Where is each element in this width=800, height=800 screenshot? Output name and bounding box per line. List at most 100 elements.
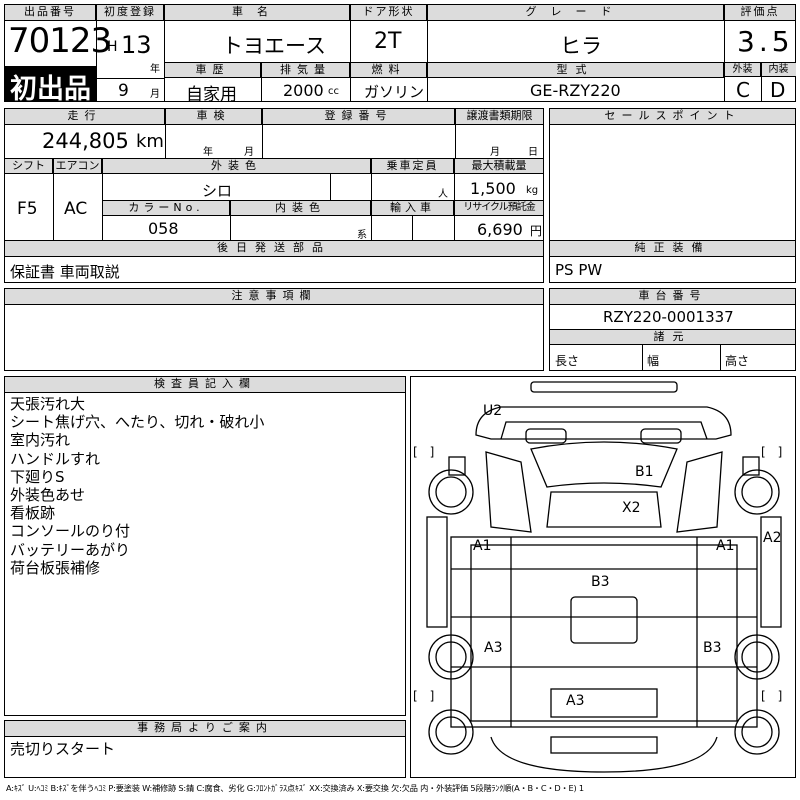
inspection-month-unit: 月 [244, 147, 254, 158]
divider [4, 240, 544, 241]
int-score: D [770, 78, 786, 102]
int-color-label: 内装色 [231, 201, 371, 216]
inspector-comments: 天張汚れ大 シート焦げ穴、へたり、切れ・破れ小 室内汚れ ハンドルすれ 下廻りS… [10, 395, 264, 577]
mileage-label: 走行 [5, 109, 165, 125]
divider [724, 4, 725, 102]
inspection-year-unit: 年 [203, 147, 213, 158]
divider [371, 158, 372, 240]
divider [427, 62, 428, 102]
transfer-day-unit: 日 [528, 147, 538, 158]
first-listing-badge [5, 66, 96, 102]
car-name-label: 車名 [165, 5, 350, 21]
color-no-label: カラーNo. [103, 201, 230, 216]
inspector-box [4, 376, 406, 716]
later-parts-label: 後日発送部品 [5, 241, 543, 257]
vehicle-diagram: [ ] [ ] [ ] [ ] U2 B1 X2 A1 A1 A2 B3 A3 … [410, 376, 796, 778]
score: 3.5 [737, 25, 794, 58]
divider [427, 4, 428, 62]
comment-line: 下廻りS [10, 467, 65, 486]
car-name: トヨエース [222, 34, 326, 58]
capacity-label: 乗車定員 [372, 159, 454, 174]
divider [454, 158, 455, 240]
history: 自家用 [186, 85, 237, 105]
inspector-label: 検査員記入欄 [5, 377, 405, 393]
bracket: [ ] [413, 689, 435, 703]
divider [165, 108, 166, 158]
sales-points-label: セールスポイント [550, 109, 795, 125]
damage-mark: U2 [483, 403, 503, 419]
divider [725, 62, 796, 63]
reg-number-label: 登録番号 [263, 109, 455, 125]
damage-mark: A3 [484, 640, 503, 656]
chassis-label: 車台番号 [550, 289, 795, 305]
door-label: ドア形状 [351, 5, 427, 21]
divider [96, 4, 97, 102]
divider [102, 158, 103, 240]
divider [720, 345, 721, 371]
recycle: 6,690 [477, 220, 523, 239]
genuine-equip-label: 純正装備 [550, 241, 795, 257]
max-load-unit: kg [526, 185, 539, 196]
chassis-number: RZY220-0001337 [603, 308, 734, 326]
comment-line: ハンドルすれ [10, 449, 101, 468]
comment-line: 荷台板張補修 [10, 558, 101, 577]
legend: A:ｷｽﾞ U:ﾍｺﾐ B:ｷｽﾞを伴うﾍｺﾐ P:要塗装 W:補修跡 S:錆 … [6, 783, 584, 793]
ext-score-label: 外装 [725, 63, 761, 77]
aircon: AC [64, 199, 88, 219]
divider [4, 158, 544, 159]
divider [455, 108, 456, 158]
transfer-month-unit: 月 [490, 147, 500, 158]
int-color-unit: 系 [357, 230, 367, 241]
first-reg-year: 13 [121, 31, 152, 59]
damage-mark: A1 [473, 538, 492, 554]
max-load-label: 最大積載量 [455, 159, 543, 174]
model-label: 型式 [428, 63, 724, 78]
fuel: ガソリン [364, 83, 425, 101]
divider [761, 63, 762, 102]
damage-mark: A1 [716, 538, 735, 554]
comment-line: シート焦げ穴、へたり、切れ・破れ小 [10, 413, 265, 432]
max-load: 1,500 [470, 179, 516, 198]
office-label: 事務局よりご案内 [5, 721, 405, 737]
history-label: 車歴 [165, 63, 261, 78]
damage-mark: A2 [763, 530, 782, 546]
ext-color-label: 外装色 [103, 159, 371, 174]
comment-line: コンソールのり付 [10, 522, 131, 541]
genuine-equip: PS PW [555, 261, 603, 279]
displacement: 2000 [283, 81, 324, 100]
divider [164, 4, 165, 102]
divider [102, 200, 544, 201]
divider [350, 62, 351, 102]
damage-mark: B1 [635, 464, 654, 480]
door-shape: 2T [374, 29, 402, 54]
later-parts: 保証書 車両取説 [10, 263, 120, 281]
int-score-label: 内装 [761, 63, 796, 77]
office-notice: 売切りスタート [10, 740, 116, 758]
divider [549, 329, 796, 330]
mileage: 244,805 [42, 129, 129, 153]
first-reg-era: H [107, 39, 118, 55]
import-label: 輸入車 [372, 201, 454, 216]
score-label: 評価点 [725, 5, 796, 21]
first-listing-label: 初出品 [10, 74, 91, 105]
divider [261, 62, 262, 102]
comment-line: バッテリーあがり [10, 540, 131, 559]
aircon-label: エアコン [54, 159, 102, 174]
damage-mark: A3 [566, 693, 585, 709]
comment-line: 天張汚れ大 [10, 395, 86, 413]
lot-number: 70123 [8, 21, 112, 61]
ext-color: シロ [202, 182, 233, 200]
mileage-unit: km [136, 131, 164, 152]
recycle-label: リサイクル預託金 [455, 201, 543, 216]
first-reg-label: 初度登録 [97, 5, 164, 21]
bracket: [ ] [761, 689, 783, 703]
bracket: [ ] [761, 445, 783, 459]
notes-label: 注意事項欄 [5, 289, 543, 305]
model: GE-RZY220 [530, 81, 621, 100]
lot-number-label: 出品番号 [5, 5, 96, 21]
transfer-label: 譲渡書類期限 [456, 109, 543, 125]
damage-mark: X2 [622, 500, 641, 516]
bracket: [ ] [413, 445, 435, 459]
divider [350, 4, 351, 62]
divider [97, 78, 164, 79]
